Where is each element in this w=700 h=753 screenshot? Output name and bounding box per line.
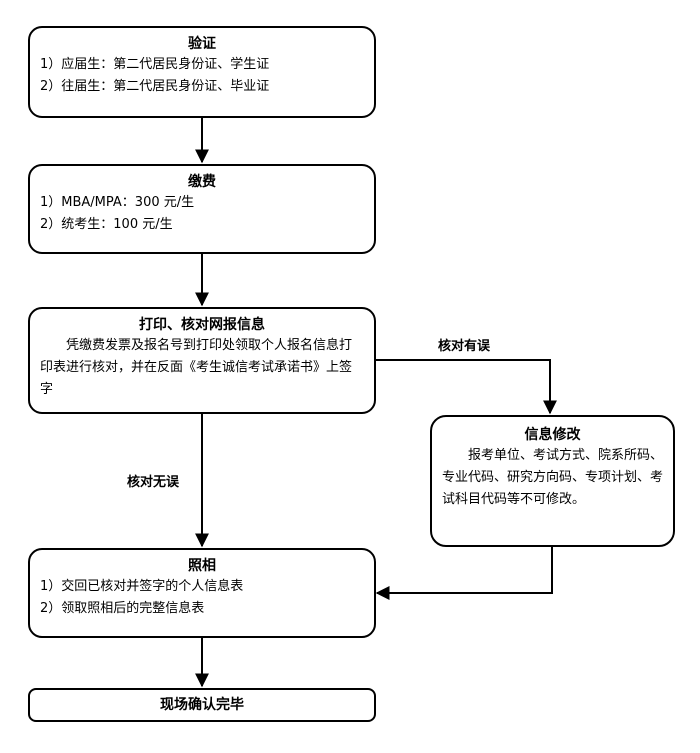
step-photo-line-2: 2）领取照相后的完整信息表: [40, 601, 205, 616]
step-modify-info: 信息修改 报考单位、考试方式、院系所码、专业代码、研究方向码、专项计划、考试科目…: [430, 415, 675, 547]
arrow-modify-to-photo: [375, 547, 553, 600]
edge-label-error: 核对有误: [438, 339, 491, 354]
step-modify-info-title: 信息修改: [524, 427, 581, 443]
step-print-verify: 打印、核对网报信息 凭缴费发票及报名号到打印处领取个人报名信息打印表进行核对，并…: [28, 307, 376, 414]
step-verify-title: 验证: [188, 36, 216, 52]
arrow-print-to-modify: [375, 359, 557, 415]
step-done-title: 现场确认完毕: [160, 697, 244, 713]
step-verify-line-2: 2）往届生：第二代居民身份证、毕业证: [40, 79, 270, 94]
step-payment-line-1: 1）MBA/MPA：300 元/生: [40, 195, 195, 210]
step-done: 现场确认完毕: [28, 688, 376, 722]
edge-label-ok: 核对无误: [127, 475, 180, 490]
step-print-verify-text: 凭缴费发票及报名号到打印处领取个人报名信息打印表进行核对，并在反面《考生诚信考试…: [40, 338, 353, 397]
step-payment-title: 缴费: [188, 174, 216, 190]
step-modify-info-text: 报考单位、考试方式、院系所码、专业代码、研究方向码、专项计划、考试科目代码等不可…: [442, 448, 664, 507]
step-verify: 验证 1）应届生：第二代居民身份证、学生证 2）往届生：第二代居民身份证、毕业证: [28, 26, 376, 118]
step-verify-line-1: 1）应届生：第二代居民身份证、学生证: [40, 57, 270, 72]
step-photo-title: 照相: [188, 558, 216, 574]
step-payment: 缴费 1）MBA/MPA：300 元/生 2）统考生：100 元/生: [28, 164, 376, 254]
step-photo-line-1: 1）交回已核对并签字的个人信息表: [40, 579, 244, 594]
step-print-verify-title: 打印、核对网报信息: [139, 317, 265, 333]
step-payment-line-2: 2）统考生：100 元/生: [40, 217, 173, 232]
step-photo: 照相 1）交回已核对并签字的个人信息表 2）领取照相后的完整信息表: [28, 548, 376, 638]
